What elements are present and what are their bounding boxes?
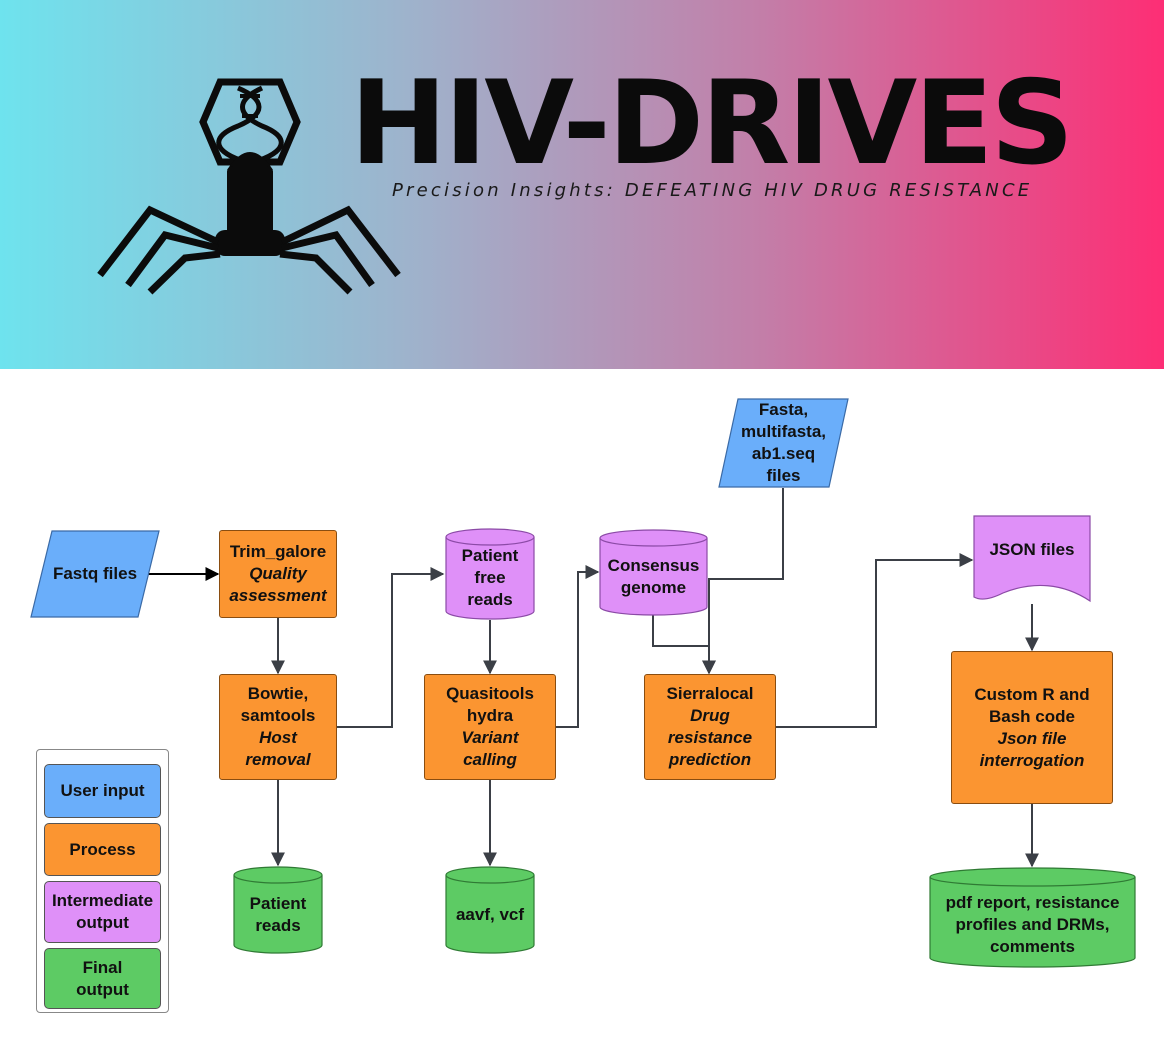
arrow-fasta-to-sierra <box>702 488 784 675</box>
fasta-label-2: multifasta, <box>740 422 827 441</box>
sierra-label-4: prediction <box>668 750 752 769</box>
pfree-label-3: reads <box>467 590 513 609</box>
bacteriophage-logo-icon <box>97 78 401 295</box>
patient-free-reads-intermediate: Patient free reads <box>445 528 535 620</box>
patient-reads-label-1: Patient <box>249 894 307 913</box>
arrow-quasi-to-consensus <box>556 565 600 728</box>
header-banner: HIV-DRIVES Precision Insights: DEFEATING… <box>0 0 1164 369</box>
parallelogram-shape <box>30 530 160 618</box>
legend-user-input: User input <box>44 764 161 818</box>
consensus-label-2: genome <box>620 577 687 597</box>
tagline: Precision Insights: DEFEATING HIV DRUG R… <box>392 180 1033 201</box>
legend-intermediate-output: Intermediate output <box>44 881 161 943</box>
legend-intermediate-label-2: output <box>76 913 129 932</box>
parallelogram-shape <box>718 398 849 488</box>
pfree-label-2: free <box>474 568 506 587</box>
aavf-label: aavf, vcf <box>455 905 525 924</box>
trim-label-1: Trim_galore <box>229 542 327 561</box>
patient-reads-label-2: reads <box>255 916 301 935</box>
cylinder-shape <box>233 866 323 954</box>
quasi-label-3: Variant <box>461 728 519 747</box>
cylinder-shape <box>599 529 708 616</box>
cylinder-shape <box>445 866 535 954</box>
fasta-label-1: Fasta, <box>758 400 809 419</box>
consensus-label-1: Consensus <box>607 555 700 575</box>
legend-user-input-label: User input <box>60 781 145 800</box>
legend-process: Process <box>44 823 161 876</box>
custom-label-1: Custom R and <box>974 684 1090 704</box>
legend: User input Process Intermediate output Fi… <box>36 749 169 1013</box>
arrow-consensus-to-sierra <box>652 615 716 675</box>
legend-final-label-1: Final <box>82 957 123 977</box>
custom-label-4: interrogation <box>979 750 1085 770</box>
arrow-sierra-to-json <box>775 553 974 728</box>
json-files-intermediate: JSON files <box>973 515 1091 605</box>
fastq-files-input: Fastq files <box>30 530 160 618</box>
arrow-bowtie-to-pfree <box>337 567 445 728</box>
sierra-label-2: Drug <box>690 706 730 725</box>
app-title: HIV-DRIVES <box>350 56 1074 191</box>
fasta-files-input: Fasta, multifasta, ab1.seq files <box>718 398 849 488</box>
legend-intermediate-label-1: Intermediate <box>51 891 154 910</box>
pdf-label-1: pdf report, resistance <box>945 892 1120 912</box>
bowtie-label-3: Host <box>259 728 297 747</box>
cylinder-shape <box>445 528 535 620</box>
bowtie-label-1: Bowtie, <box>247 684 309 703</box>
patient-reads-output: Patient reads <box>233 866 323 954</box>
fastq-label: Fastq files <box>52 564 138 583</box>
cylinder-shape <box>929 867 1136 968</box>
sierra-label-3: resistance <box>667 728 753 747</box>
fasta-label-3: ab1.seq <box>751 444 816 463</box>
custom-label-2: Bash code <box>989 706 1075 726</box>
legend-process-label: Process <box>69 839 136 859</box>
pdf-label-3: comments <box>989 936 1075 956</box>
legend-final-label-2: output <box>76 979 129 999</box>
quasi-label-4: calling <box>463 750 517 769</box>
custom-label-3: Json file <box>997 728 1067 748</box>
quasi-label-2: hydra <box>466 706 514 725</box>
bowtie-label-2: samtools <box>240 706 316 725</box>
document-shape <box>973 515 1091 603</box>
pdf-label-2: profiles and DRMs, <box>955 914 1110 934</box>
fasta-label-4: files <box>766 466 801 485</box>
json-label: JSON files <box>989 540 1075 559</box>
sierra-label-1: Sierralocal <box>666 684 754 703</box>
aavf-vcf-output: aavf, vcf <box>445 866 535 954</box>
trim-label-3: assessment <box>229 586 327 605</box>
trim-label-2: Quality <box>249 564 307 583</box>
pfree-label-1: Patient <box>461 546 519 565</box>
quasi-label-1: Quasitools <box>446 684 534 703</box>
bowtie-label-4: removal <box>245 750 311 769</box>
